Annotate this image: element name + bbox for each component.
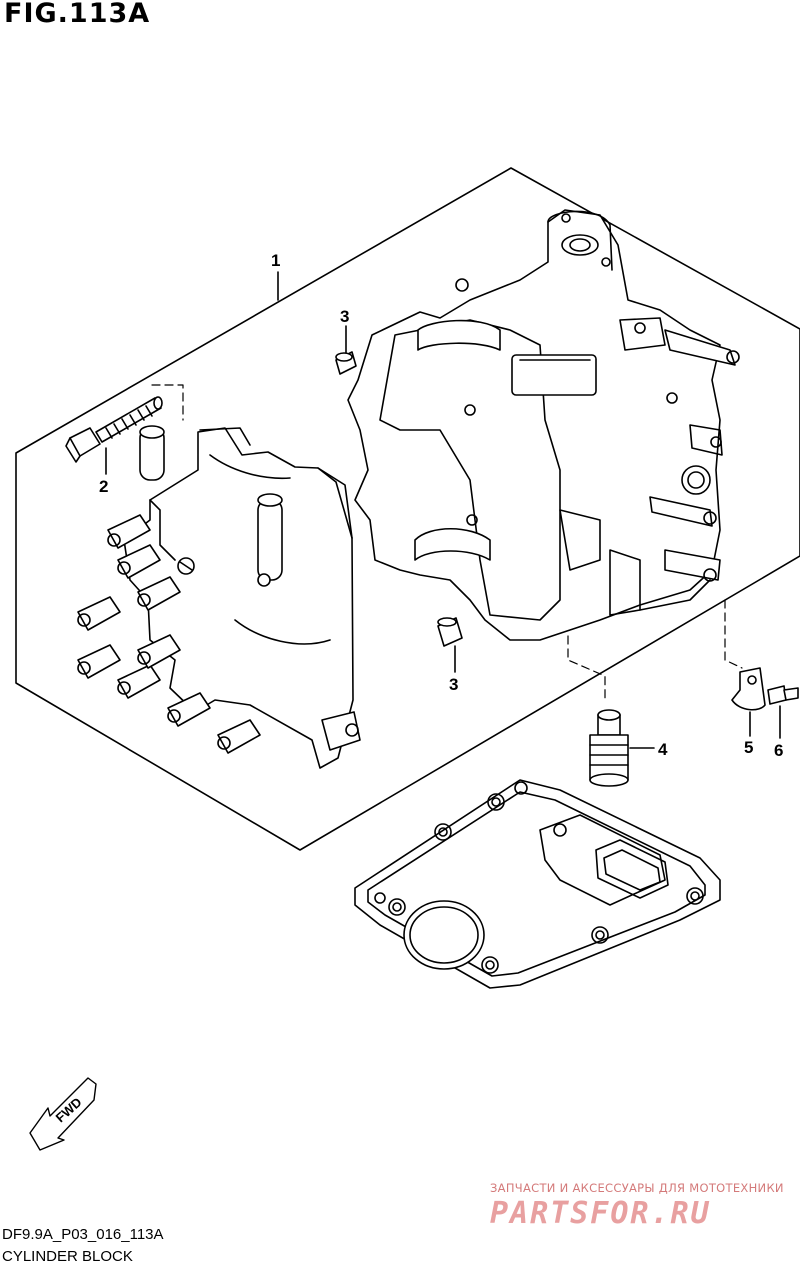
diagram-code: DF9.9A_P03_016_113A [2, 1226, 164, 1243]
diagram-name: CYLINDER BLOCK [2, 1248, 133, 1265]
cylinder-block [347, 209, 740, 641]
callout-3b: 3 [449, 675, 458, 694]
callout-5: 5 [744, 738, 753, 757]
watermark-tagline: ЗАПЧАСТИ И АКСЕССУАРЫ ДЛЯ МОТОТЕХНИКИ [490, 1181, 784, 1195]
clamp-part-5 [731, 667, 766, 737]
bolt-part-2 [65, 396, 163, 475]
callout-3a: 3 [340, 307, 349, 326]
dowel-pin-upper [335, 325, 357, 375]
crankcase-half [77, 425, 361, 769]
callout-2: 2 [99, 477, 108, 496]
figure-title: FIG.113A [4, 0, 151, 29]
dowel-pin-lower [437, 617, 463, 673]
screw-part-6 [767, 685, 799, 739]
fwd-arrow: FWD [29, 1077, 97, 1151]
callout-4: 4 [658, 740, 668, 759]
gasket [354, 779, 721, 989]
plug-part-4 [589, 709, 655, 787]
watermark-logo: PARTSFOR.RU [490, 1196, 711, 1231]
assembly-frame [15, 167, 800, 851]
callout-6: 6 [774, 741, 783, 760]
callout-1: 1 [271, 251, 280, 270]
